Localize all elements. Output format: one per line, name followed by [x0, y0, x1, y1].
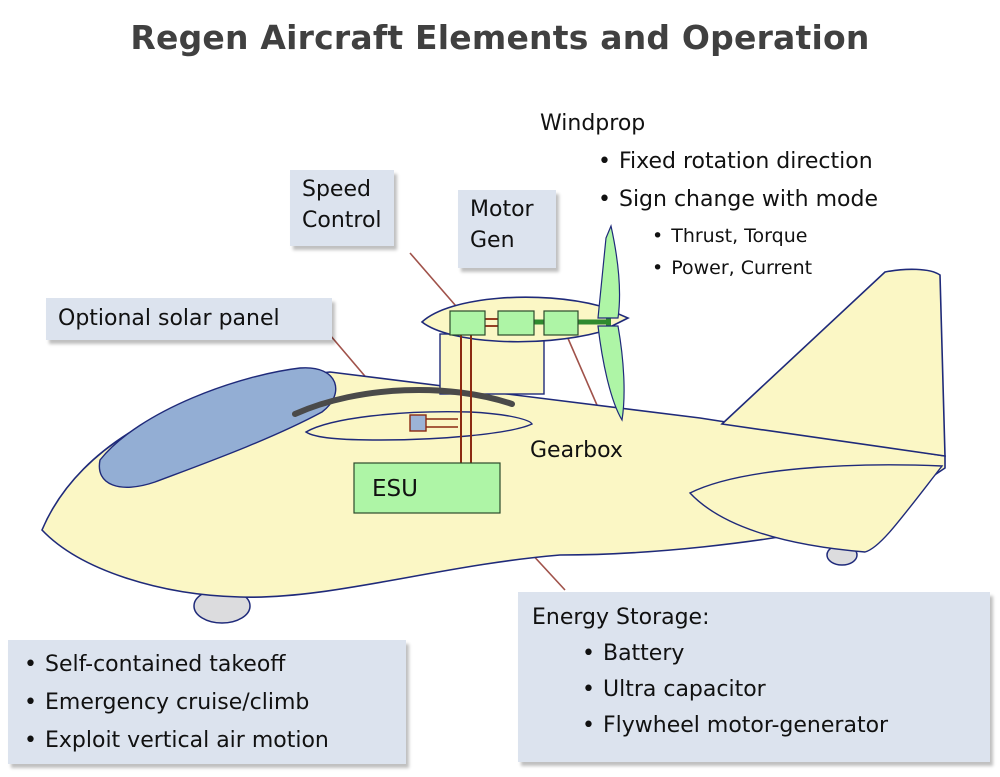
solar-panel-callout: Optional solar panel — [46, 298, 332, 340]
energy-storage-item: Flywheel motor-generator — [582, 708, 990, 744]
windprop-sub-bullet: Thrust, Torque — [652, 220, 982, 252]
windprop-sub-bullet: Power, Current — [652, 252, 982, 284]
capability-item: Exploit vertical air motion — [24, 722, 406, 760]
capability-item: Self-contained takeoff — [24, 646, 406, 684]
motor-gen-block — [497, 310, 535, 336]
windprop-bullet: Sign change with mode — [598, 181, 993, 219]
windprop-bullet: Fixed rotation direction — [598, 143, 993, 181]
capabilities-callout: Self-contained takeoff Emergency cruise/… — [8, 640, 406, 764]
motor-gen-label-line1: Motor — [470, 197, 534, 222]
horizontal-stabilizer — [688, 464, 944, 553]
windprop-sub-bullets: Thrust, Torque Power, Current — [652, 220, 982, 284]
gearbox-block — [543, 310, 579, 336]
capability-item: Emergency cruise/climb — [24, 684, 406, 722]
energy-storage-item: Battery — [582, 636, 990, 672]
speed-control-callout: Speed Control — [290, 170, 394, 246]
propeller-blade-lower — [597, 325, 625, 422]
motor-gen-label-line2: Gen — [470, 228, 515, 253]
page-title: Regen Aircraft Elements and Operation — [130, 18, 870, 57]
energy-storage-list: Battery Ultra capacitor Flywheel motor-g… — [582, 636, 990, 744]
gearbox-label: Gearbox — [530, 438, 623, 463]
windprop-heading: Windprop — [540, 111, 646, 136]
solar-panel-label: Optional solar panel — [58, 306, 280, 331]
canopy — [98, 367, 337, 488]
vertical-tail — [720, 268, 946, 457]
windprop-bullets: Fixed rotation direction Sign change wit… — [598, 143, 993, 219]
solar-panel — [292, 386, 515, 417]
speed-control-label-line1: Speed — [302, 177, 371, 202]
solar-converter — [409, 414, 427, 432]
motor-gen-callout: Motor Gen — [458, 190, 556, 268]
energy-storage-heading: Energy Storage: — [532, 605, 710, 630]
pylon — [439, 333, 545, 395]
propeller-blade-upper — [597, 224, 621, 319]
leader-speed-control — [409, 252, 463, 314]
energy-storage-callout: Energy Storage: Battery Ultra capacitor … — [518, 592, 990, 762]
speed-control-block — [449, 310, 486, 336]
esu-block — [353, 462, 501, 514]
esu-label: ESU — [372, 476, 418, 502]
capabilities-list: Self-contained takeoff Emergency cruise/… — [24, 646, 406, 760]
speed-control-label-line2: Control — [302, 208, 382, 233]
energy-storage-item: Ultra capacitor — [582, 672, 990, 708]
